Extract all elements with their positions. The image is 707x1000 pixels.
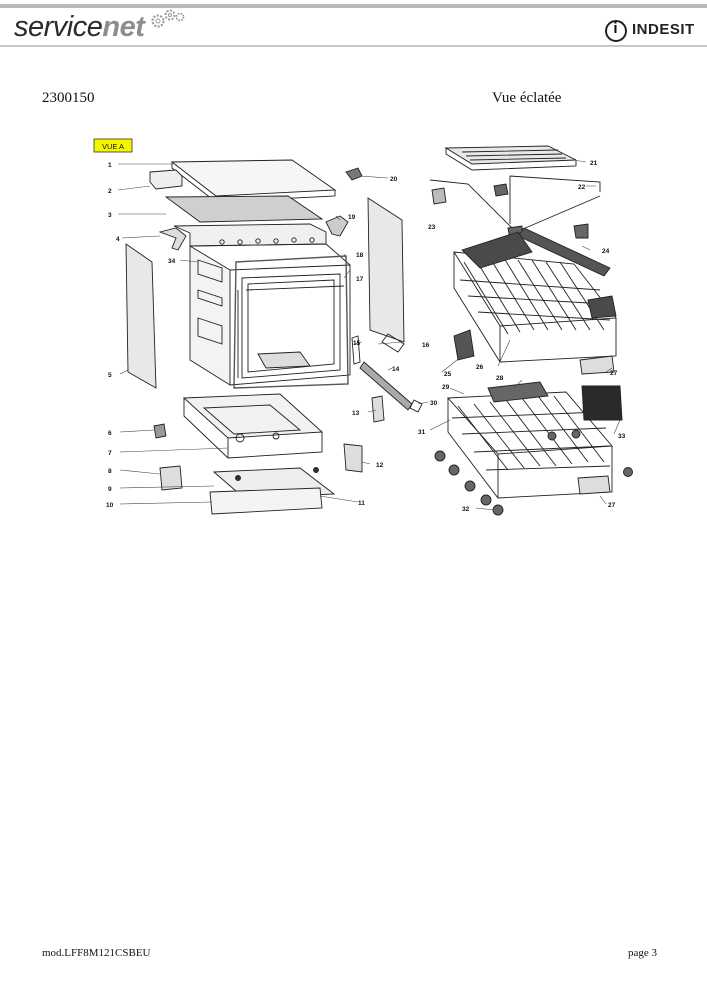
callout-32: 32 xyxy=(462,506,470,513)
callout-19: 19 xyxy=(348,214,356,221)
part-top-cover xyxy=(170,159,337,203)
part-base xyxy=(182,393,324,459)
callout-18: 18 xyxy=(356,252,364,259)
part-hinge-right xyxy=(325,215,349,237)
servicenet-logo: servicenet xyxy=(14,9,185,44)
callout-5: 5 xyxy=(108,372,112,379)
callout-21: 21 xyxy=(590,160,598,167)
logo-text-service: service xyxy=(14,11,103,43)
part-30 xyxy=(409,399,423,413)
view-label-box xyxy=(93,138,133,153)
callout-25: 25 xyxy=(444,371,452,378)
indesit-logo: i INDESIT xyxy=(605,20,694,46)
callout-3: 3 xyxy=(108,212,112,219)
callout-11: 11 xyxy=(358,500,365,507)
part-cutlery-tray xyxy=(444,145,577,171)
part-rail-22 xyxy=(429,175,601,233)
view-label: VUE A xyxy=(102,142,124,151)
callout-30: 30 xyxy=(430,400,438,407)
callout-16: 16 xyxy=(422,342,430,349)
callout-2: 2 xyxy=(108,188,112,195)
part-kickplate xyxy=(209,487,323,515)
part-bracket xyxy=(149,169,183,190)
part-gasket xyxy=(233,255,349,389)
callout-22: 22 xyxy=(578,184,586,191)
part-8 xyxy=(159,465,183,491)
logo-text-net: net xyxy=(102,11,145,43)
callout-10: 10 xyxy=(106,502,114,509)
part-lower-basket xyxy=(447,381,613,499)
callout-29: 29 xyxy=(442,384,450,391)
footer-model: mod.LFF8M121CSBEU xyxy=(42,947,151,959)
part-13 xyxy=(371,395,385,423)
part-15 xyxy=(351,335,361,365)
header-rule-top xyxy=(0,4,707,8)
gears-icon xyxy=(151,9,185,28)
part-cutlery-basket xyxy=(581,385,623,421)
part-strip-14 xyxy=(359,361,413,411)
part-clip-20 xyxy=(345,167,363,181)
indesit-brand: INDESIT xyxy=(632,21,695,38)
callout-6: 6 xyxy=(108,430,112,437)
callout-13: 13 xyxy=(352,410,360,417)
callout-15: 15 xyxy=(353,340,361,347)
document-number: 2300150 xyxy=(42,90,95,106)
callout-24: 24 xyxy=(602,248,610,255)
callout-28: 28 xyxy=(496,375,504,382)
part-spray-arm-24 xyxy=(517,227,611,277)
part-6 xyxy=(153,423,167,439)
callout-23: 23 xyxy=(428,224,436,231)
header-rule-bottom xyxy=(0,45,707,47)
callout-14: 14 xyxy=(392,366,400,373)
part-side-panel-right xyxy=(367,197,405,343)
callout-7: 7 xyxy=(108,450,112,457)
callout-12: 12 xyxy=(376,462,384,469)
callout-1: 1 xyxy=(108,162,112,169)
part-23b xyxy=(493,183,509,197)
callout-34: 34 xyxy=(168,258,176,265)
footer-page-number: page 3 xyxy=(628,947,658,959)
part-control-panel xyxy=(173,223,327,247)
callout-27: 27 xyxy=(610,370,618,377)
callout-8: 8 xyxy=(108,468,112,475)
callout-17: 17 xyxy=(356,276,364,283)
callout-26: 26 xyxy=(476,364,484,371)
part-12 xyxy=(343,443,363,473)
part-25 xyxy=(453,329,475,361)
part-23 xyxy=(431,187,447,205)
callout-27b: 27 xyxy=(608,502,616,509)
indesit-mark-icon: i xyxy=(605,20,627,42)
part-panel-clip xyxy=(381,333,405,353)
part-27-upper xyxy=(579,355,615,375)
document-title: Vue éclatée xyxy=(492,90,562,106)
part-cabinet xyxy=(189,243,351,386)
callout-4: 4 xyxy=(116,236,120,243)
header-bar: servicenet i INDESIT xyxy=(0,0,707,50)
callout-labels: 1 2 3 4 5 6 7 8 9 10 11 12 13 14 15 16 1… xyxy=(106,160,626,513)
callout-9: 9 xyxy=(108,486,112,493)
part-side-panel-left xyxy=(125,243,157,389)
callout-20: 20 xyxy=(390,176,398,183)
part-hinge-left xyxy=(158,227,187,251)
part-wheels xyxy=(434,429,633,516)
callout-31: 31 xyxy=(418,429,426,436)
exploded-view-diagram: VUE A xyxy=(93,138,633,516)
part-insulation xyxy=(164,195,324,223)
part-upper-basket xyxy=(453,231,617,363)
callout-33: 33 xyxy=(618,433,626,440)
